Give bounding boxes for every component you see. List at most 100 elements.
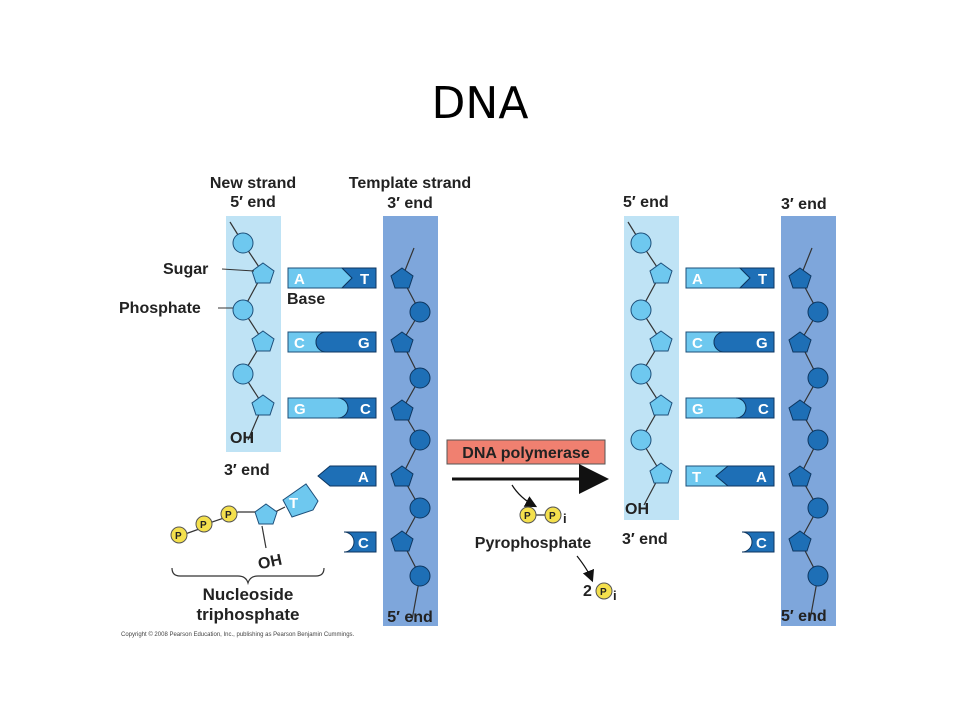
incoming-nucleotide: T P P P xyxy=(170,483,319,549)
phosphate xyxy=(807,301,829,323)
phosphate xyxy=(409,367,431,389)
sugar xyxy=(649,394,673,416)
right-new-strand-chain xyxy=(627,221,662,506)
base-label: G xyxy=(692,401,704,418)
pyrophosphate-label: Pyrophosphate xyxy=(475,535,592,552)
new-5-end-label: 5′ end xyxy=(230,194,276,211)
right-template-5-end-label: 5′ end xyxy=(781,608,827,625)
base-pair-2: C G xyxy=(685,331,775,353)
inorganic-phosphate-icon: 2 P i xyxy=(583,582,617,603)
base-label: C xyxy=(358,535,369,552)
base-label: G xyxy=(756,335,768,352)
phosphate-symbol: P xyxy=(600,587,607,598)
sugar xyxy=(788,399,812,421)
sugar xyxy=(649,462,673,484)
phosphate xyxy=(807,367,829,389)
base-label: A xyxy=(756,469,767,486)
base-label: G xyxy=(358,335,370,352)
sugar xyxy=(390,267,414,289)
template-5-end-label: 5′ end xyxy=(387,609,433,626)
oh-label-2: OH xyxy=(257,552,284,574)
base-template-c: C xyxy=(343,531,377,553)
pi-subscript: i xyxy=(613,588,617,603)
sugar xyxy=(390,399,414,421)
base-label: A xyxy=(692,271,703,288)
base-label: C xyxy=(756,535,767,552)
phosphate-symbol: P xyxy=(200,520,207,531)
phosphate-icon xyxy=(170,526,188,544)
base-pair-3: G C xyxy=(685,397,775,419)
nucleoside-label-1: Nucleoside xyxy=(203,585,294,604)
right-template-3-end-label: 3′ end xyxy=(781,196,827,213)
sugar xyxy=(251,262,275,284)
phosphate-symbol: P xyxy=(225,510,232,521)
phosphate-icon xyxy=(220,505,238,523)
sugar xyxy=(649,330,673,352)
pyrophosphate-icon: P P i xyxy=(519,506,567,526)
phosphate-symbol: P xyxy=(549,511,556,522)
nucleoside-brace xyxy=(171,567,325,586)
sugar xyxy=(390,331,414,353)
dna-polymerase-box xyxy=(446,439,606,465)
new-3-end-label: 3′ end xyxy=(224,462,270,479)
sugar xyxy=(251,394,275,416)
base-pair-1: A T xyxy=(685,267,775,289)
phosphate-label: Phosphate xyxy=(119,300,201,317)
base-label: T xyxy=(692,469,701,486)
phosphate xyxy=(232,299,254,321)
phosphate xyxy=(807,565,829,587)
right-oh-label: OH xyxy=(625,501,649,518)
base-label: T xyxy=(758,271,767,288)
base-label: G xyxy=(294,401,306,418)
phosphate xyxy=(232,363,254,385)
nucleoside-label-2: triphosphate xyxy=(197,605,300,624)
base-pair-3: G C xyxy=(287,397,377,419)
right-new-5-end-label: 5′ end xyxy=(623,194,669,211)
base-pair-2: C G xyxy=(287,331,377,353)
release-arrow xyxy=(511,484,538,508)
sugar xyxy=(788,530,812,552)
phosphate xyxy=(630,299,652,321)
sugar xyxy=(390,465,414,487)
base-template-a: A xyxy=(317,465,377,487)
phosphate xyxy=(630,429,652,451)
dna-polymerase-label: DNA polymerase xyxy=(462,445,590,462)
left-new-strand-backbone xyxy=(226,216,281,452)
phosphate xyxy=(409,301,431,323)
phosphate-icon xyxy=(195,515,213,533)
base-pair-4: T A xyxy=(685,465,775,487)
sugar xyxy=(390,530,414,552)
template-strand-label: Template strand xyxy=(349,175,471,192)
sugar xyxy=(788,465,812,487)
copyright-notice: Copyright © 2008 Pearson Education, Inc.… xyxy=(121,631,355,638)
phosphate xyxy=(232,232,254,254)
base-label: T xyxy=(360,271,369,288)
slide-title: DNA xyxy=(431,78,529,129)
right-new-3-end-label: 3′ end xyxy=(622,531,668,548)
template-3-end-label: 3′ end xyxy=(387,195,433,212)
phosphate xyxy=(630,232,652,254)
sugar xyxy=(254,503,278,525)
sugar-label: Sugar xyxy=(163,261,208,278)
base-label: A xyxy=(294,271,305,288)
phosphate xyxy=(409,565,431,587)
new-strand-label: New strand xyxy=(210,175,296,192)
base-label: C xyxy=(692,335,703,352)
base-pair-1: A T xyxy=(287,267,377,289)
two-label: 2 xyxy=(583,583,592,600)
incoming-base-label: T xyxy=(289,495,298,512)
phosphate xyxy=(807,429,829,451)
phosphate-symbol: P xyxy=(175,531,182,542)
base-label: C xyxy=(294,335,305,352)
base-template-c: C xyxy=(741,531,775,553)
sugar-leader xyxy=(221,268,255,272)
ppi-subscript: i xyxy=(563,511,567,526)
phosphate xyxy=(630,363,652,385)
base-label: A xyxy=(358,469,369,486)
sugar xyxy=(649,262,673,284)
hydrolysis-arrow xyxy=(576,555,595,583)
phosphate xyxy=(409,497,431,519)
sugar xyxy=(788,267,812,289)
phosphate xyxy=(409,429,431,451)
